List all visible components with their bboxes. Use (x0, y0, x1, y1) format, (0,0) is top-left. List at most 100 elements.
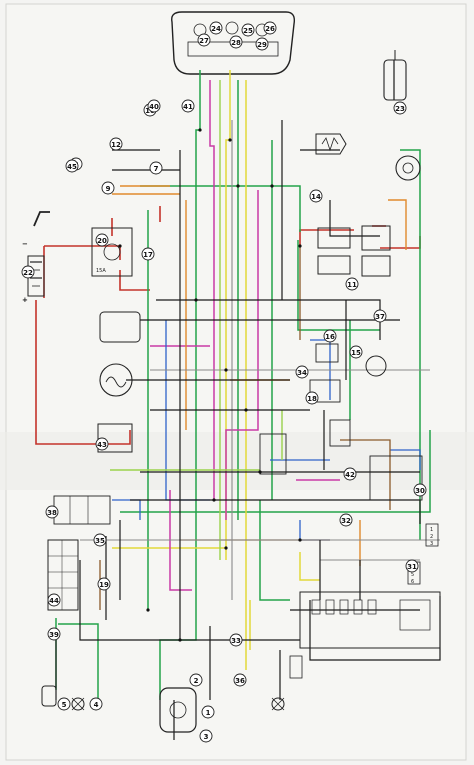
component-callout: 25 (241, 23, 255, 37)
fuse-block (299, 591, 441, 649)
handlebar-switch-block (47, 539, 79, 611)
alternator (99, 363, 133, 397)
component-callout: 39 (47, 627, 61, 641)
battery-minus-label: − (22, 240, 28, 248)
svg-text:42: 42 (345, 471, 355, 479)
component-callout: 11 (345, 277, 359, 291)
svg-text:12: 12 (111, 141, 121, 149)
pin-number: 1 (430, 527, 433, 533)
svg-text:31: 31 (407, 563, 417, 571)
svg-text:45: 45 (67, 163, 77, 171)
svg-text:11: 11 (347, 281, 357, 289)
component-callout: 4 (89, 697, 103, 711)
rectifier (97, 423, 133, 453)
component-callout: 40 (147, 99, 161, 113)
pin-number: 3 (430, 541, 433, 547)
tail-light (159, 687, 197, 733)
svg-text:2: 2 (194, 677, 199, 685)
component-callout: 15 (349, 345, 363, 359)
svg-text:38: 38 (47, 509, 57, 517)
svg-text:3: 3 (204, 733, 209, 741)
component-callout: 34 (295, 365, 309, 379)
wires-grey (80, 120, 440, 600)
wires-yellow (112, 70, 320, 670)
component-callout: 41 (181, 99, 195, 113)
oil-pressure-switch (315, 133, 347, 155)
svg-text:40: 40 (149, 103, 159, 111)
component-callouts: 1 2 3 4 5 7 8 9 10 11 12 14 15 16 17 18 … (21, 21, 427, 743)
starter-relay (91, 227, 133, 277)
svg-text:34: 34 (297, 369, 307, 377)
svg-text:36: 36 (235, 677, 245, 685)
svg-text:1: 1 (206, 709, 211, 717)
svg-text:39: 39 (49, 631, 59, 639)
main-connector (259, 379, 423, 501)
svg-text:16: 16 (325, 333, 335, 341)
svg-text:33: 33 (231, 637, 241, 645)
diagram-frame (5, 3, 467, 761)
component-callout: 45 (65, 159, 79, 173)
component-callout: 36 (233, 673, 247, 687)
battery-ground-symbol (33, 211, 50, 227)
component-callout: 27 (197, 33, 211, 47)
svg-text:30: 30 (415, 487, 425, 495)
svg-text:35: 35 (95, 537, 105, 545)
component-callout: 18 (305, 391, 319, 405)
component-callout: 28 (229, 35, 243, 49)
component-callout: 7 (149, 161, 163, 175)
fuse-rating-label: 15A (96, 268, 106, 274)
svg-text:41: 41 (183, 103, 193, 111)
fuel-level-sender (383, 50, 407, 101)
neutral-switch (365, 355, 387, 377)
svg-text:5: 5 (62, 701, 67, 709)
svg-text:25: 25 (243, 27, 253, 35)
component-callout: 38 (45, 505, 59, 519)
svg-text:43: 43 (97, 441, 107, 449)
component-callout: 35 (93, 533, 107, 547)
component-callout: 3 (199, 729, 213, 743)
component-callout: 42 (343, 467, 357, 481)
component-callout: 33 (229, 633, 243, 647)
scan-band (0, 432, 474, 490)
pin-number: 2 (430, 534, 433, 540)
svg-text:18: 18 (307, 395, 317, 403)
component-callout: 9 (101, 181, 115, 195)
svg-text:32: 32 (341, 517, 351, 525)
junction-dots (118, 128, 302, 642)
rear-indicator-left (71, 697, 85, 711)
svg-text:23: 23 (395, 105, 405, 113)
ignition-coils (317, 225, 391, 277)
svg-text:28: 28 (231, 39, 241, 47)
regulator (99, 311, 141, 343)
svg-text:26: 26 (265, 25, 275, 33)
component-callout: 32 (339, 513, 353, 527)
svg-text:15: 15 (351, 349, 361, 357)
component-callout: 29 (255, 37, 269, 51)
component-callout: 16 (323, 329, 337, 343)
rear-indicator-right (271, 697, 285, 711)
component-callout: 24 (209, 21, 223, 35)
svg-text:19: 19 (99, 581, 109, 589)
component-callout: 1 (201, 705, 215, 719)
component-callout: 37 (373, 309, 387, 323)
svg-text:4: 4 (94, 701, 99, 709)
component-callout: 43 (95, 437, 109, 451)
component-callout: 19 (97, 577, 111, 591)
component-callout: 5 (57, 697, 71, 711)
component-callout: 2 (189, 673, 203, 687)
flasher-unit (315, 343, 339, 363)
pin-number: 5 (411, 572, 414, 578)
component-callout: 20 (95, 233, 109, 247)
component-callout: 26 (263, 21, 277, 35)
component-callout: 30 (413, 483, 427, 497)
svg-text:7: 7 (154, 165, 159, 173)
svg-text:37: 37 (375, 313, 385, 321)
component-callout: 23 (393, 101, 407, 115)
svg-text:29: 29 (257, 41, 267, 49)
svg-text:20: 20 (97, 237, 107, 245)
component-callout: 17 (141, 247, 155, 261)
battery-plus-label: + (22, 296, 28, 304)
horn (395, 155, 421, 181)
svg-text:27: 27 (199, 37, 209, 45)
